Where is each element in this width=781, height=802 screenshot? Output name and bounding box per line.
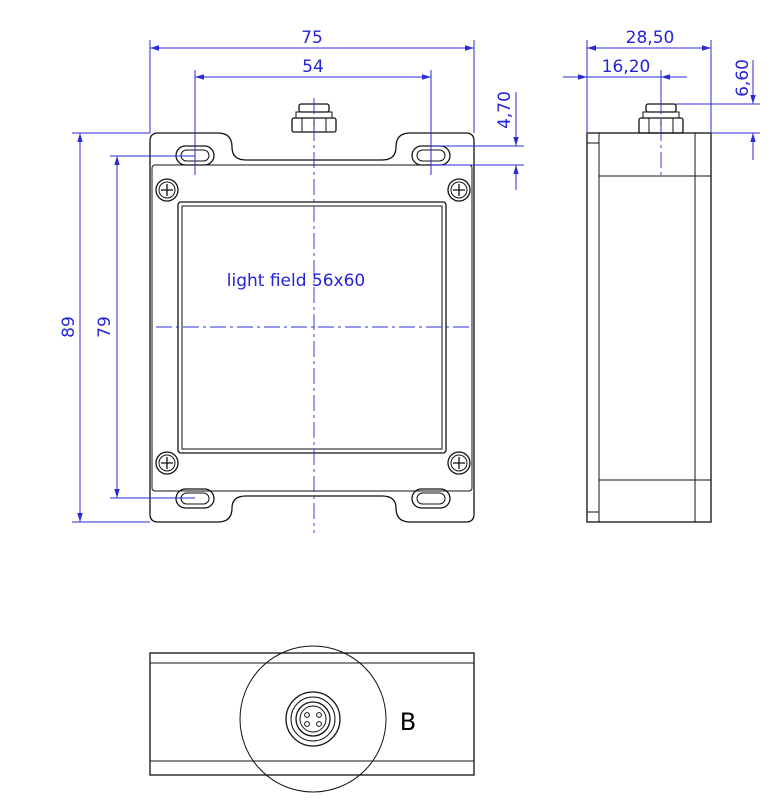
svg-text:75: 75 [301,28,323,48]
dimension-hole-spacing-y: 79 [95,155,195,499]
detail-circle-b [239,645,387,793]
connector-bottom [285,691,341,747]
svg-text:79: 79 [95,316,115,338]
light-field-window [181,205,443,450]
svg-text:54: 54 [302,57,324,77]
dimension-hole-offset: 4,70 [431,91,524,190]
screw-icon [447,451,471,475]
window-frame [177,201,447,454]
dimension-height-overall: 89 [59,132,150,523]
screw-icon [155,178,179,202]
svg-text:89: 89 [59,316,79,338]
side-view [586,98,712,523]
dimension-width-overall: 75 [149,28,475,133]
svg-text:6,60: 6,60 [733,59,753,97]
screw-icon [447,178,471,202]
dimension-depth-overall: 28,50 [586,28,712,133]
dimension-connector-height: 6,60 [676,59,760,160]
dimension-connector-offset: 16,20 [563,57,687,104]
svg-text:16,20: 16,20 [602,57,651,77]
light-field-label: light field 56x60 [227,271,366,291]
screw-icon [155,451,179,475]
bottom-view [149,645,475,793]
front-view [149,98,475,533]
housing-outline [149,132,475,523]
mounting-slot-bottom-right [411,488,451,509]
bottom-housing [149,652,475,776]
svg-text:4,70: 4,70 [495,91,515,129]
svg-text:28,50: 28,50 [626,28,675,48]
housing-flange [151,164,473,492]
view-label-b: B [400,708,416,736]
side-housing [586,132,712,523]
dimension-hole-spacing-x: 54 [194,57,432,175]
